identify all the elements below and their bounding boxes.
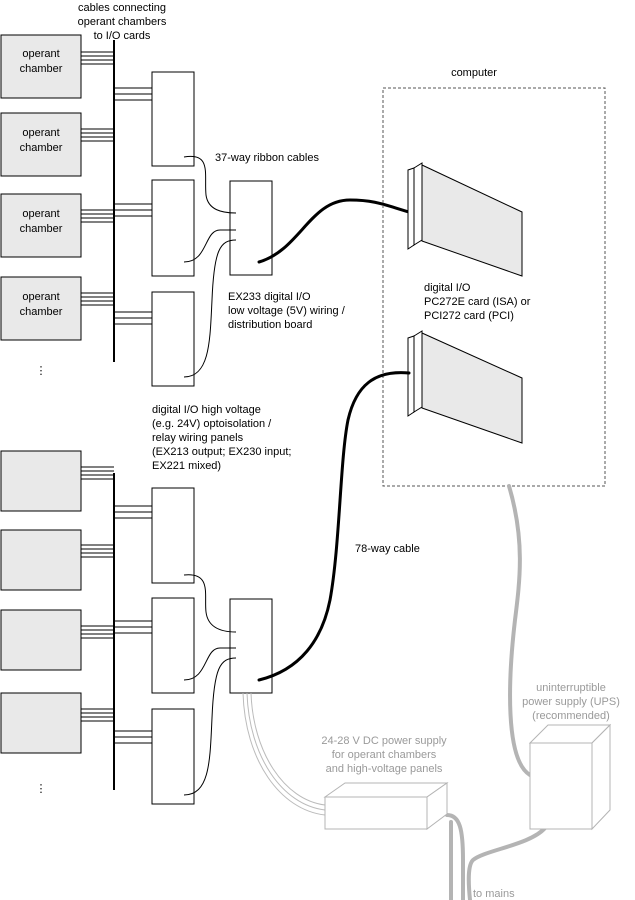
hv-panel-top-2 xyxy=(151,179,195,277)
hv-panels-label-2: (e.g. 24V) optoisolation / xyxy=(152,418,272,430)
cable-78way-label: 78-way cable xyxy=(355,543,420,555)
cable-78way xyxy=(257,371,411,682)
chamber-2-label-2: chamber xyxy=(20,142,63,154)
panel-wires-top xyxy=(114,87,152,325)
ribbon-cables-bottom xyxy=(183,574,237,796)
operant-chamber-5 xyxy=(0,450,82,512)
operant-chamber-7 xyxy=(0,609,82,671)
hv-panel-bottom-1 xyxy=(151,487,195,584)
chamber-wires-bottom xyxy=(81,466,114,722)
chamber-1-label-1: operant xyxy=(22,48,59,60)
to-mains-label: to mains xyxy=(473,888,515,900)
more-chambers-dots-bottom: ⋮ xyxy=(36,783,47,795)
power-wiring xyxy=(242,484,547,900)
chamber-4-label-2: chamber xyxy=(20,306,63,318)
chamber-1-label-2: chamber xyxy=(20,63,63,75)
hv-panel-bottom-2 xyxy=(151,597,195,694)
chamber-2-label-1: operant xyxy=(22,127,59,139)
more-chambers-dots-top: ⋮ xyxy=(36,365,47,377)
cables-label-line-2: operant chambers xyxy=(78,16,167,28)
ex233-label-3: distribution board xyxy=(228,319,312,331)
computer-box xyxy=(382,87,606,487)
ups-box xyxy=(528,723,612,831)
cables-label-line-3: to I/O cards xyxy=(94,30,151,42)
operant-chamber-2 xyxy=(0,112,82,177)
digital-io-label-2: PC272E card (ISA) or xyxy=(424,296,531,308)
dc-supply-label-1: 24-28 V DC power supply xyxy=(321,735,447,747)
chamber-4-label-1: operant xyxy=(22,291,59,303)
hv-panels-label-1: digital I/O high voltage xyxy=(152,404,261,416)
ex233-label-2: low voltage (5V) wiring / xyxy=(228,305,346,317)
pc272e-card xyxy=(407,162,523,277)
hv-panels-label-4: (EX213 output; EX230 input; xyxy=(152,446,291,458)
ribbon-cables-top xyxy=(183,155,237,378)
hv-panel-bottom-3 xyxy=(151,708,195,805)
digital-io-label-1: digital I/O xyxy=(424,282,471,294)
panel-wires-bottom xyxy=(114,505,152,744)
operant-chamber-1 xyxy=(0,34,82,99)
hv-panel-top-3 xyxy=(151,291,195,387)
hv-panels-label-5: EX221 mixed) xyxy=(152,460,221,472)
dc-power-supply xyxy=(323,782,449,830)
hv-panel-top-1 xyxy=(151,71,195,167)
chamber-wires-top xyxy=(81,51,114,306)
hv-panels-label-3: relay wiring panels xyxy=(152,432,244,444)
ex233-label-1: EX233 digital I/O xyxy=(228,291,311,303)
ups-label-3: (recommended) xyxy=(532,710,610,722)
cables-label-line-1: cables connecting xyxy=(78,2,166,14)
operant-chamber-6 xyxy=(0,529,82,591)
ups-label-2: power supply (UPS) xyxy=(522,696,620,708)
operant-chamber-3 xyxy=(0,193,82,258)
cable-37way-to-card xyxy=(257,198,411,264)
ups-label-1: uninterruptible xyxy=(536,682,606,694)
operant-chamber-4 xyxy=(0,276,82,341)
dc-supply-label-3: and high-voltage panels xyxy=(326,763,443,775)
chamber-3-label-2: chamber xyxy=(20,223,63,235)
dc-supply-label-2: for operant chambers xyxy=(332,749,437,761)
computer-label: computer xyxy=(451,67,497,79)
operant-chamber-8 xyxy=(0,692,82,754)
pci272-card xyxy=(407,330,523,444)
ribbon-cables-label: 37-way ribbon cables xyxy=(215,152,319,164)
chamber-3-label-1: operant xyxy=(22,208,59,220)
digital-io-label-3: PCI272 card (PCI) xyxy=(424,310,514,322)
